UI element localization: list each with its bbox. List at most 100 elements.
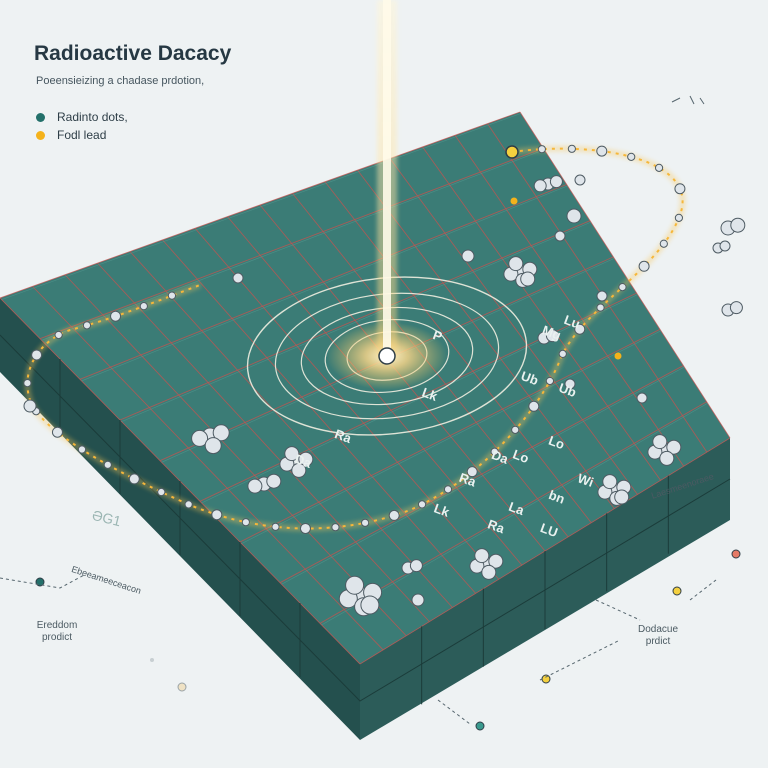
path-particle [51,426,63,438]
path-particle [128,473,140,485]
particle-cluster [596,290,608,302]
path-particle [184,500,193,509]
leader-line [539,639,621,681]
cell-label: Ra [333,426,354,446]
particle-cluster [279,446,314,478]
grid-line [519,111,731,439]
sparkle [671,95,705,105]
grid-line [199,292,637,502]
particle [614,489,630,505]
particle [461,249,475,263]
legend-item-radio-dots: Radinto dots, [36,108,128,126]
legend-dot-icon [36,112,45,122]
decay-origin-marker [378,347,396,365]
grid-line [422,146,661,481]
cell-label: LU [538,520,559,540]
grid-line [129,251,453,608]
path-particle [139,302,148,311]
path-particle [674,183,686,195]
particle [533,179,547,193]
path-particle [443,485,453,494]
grid-line [357,169,615,509]
particle-cluster [411,593,425,607]
particle-cluster [338,575,383,617]
path-particle [627,152,636,161]
cell-label: Ra [486,517,507,537]
accent-dot-sand [150,658,154,662]
cell-label: Ub [519,368,540,388]
grid-line [162,239,476,594]
particle [474,548,490,564]
path-particle [596,145,608,157]
particle-cluster [191,424,230,455]
path-particle [417,500,427,509]
accent-dot-teal [475,721,485,731]
grid-line [97,262,430,622]
cell-label: Lo [547,433,567,453]
particle [291,462,307,478]
page-title: Radioactive Dacacy [34,42,232,65]
side-block-seam [0,334,731,702]
particle [481,564,497,580]
particle [411,593,425,607]
cell-label: Lo [511,447,531,467]
cell-label: bn [547,487,567,507]
tile-bevel [321,402,708,626]
leader-line [595,599,641,621]
path-particle [659,239,668,248]
path-particle [618,283,627,292]
tile-bevel [1,113,522,300]
legend-label: Fodl lead [57,128,107,142]
particle [204,437,222,455]
particle [488,553,504,569]
path-particle [77,445,87,454]
particle-cluster [461,249,475,263]
accent-dot-yellow [614,352,622,360]
legend-label: Radinto dots, [57,110,128,124]
grid-line [279,365,684,584]
path-particle [567,144,576,153]
tile-bevel [241,330,662,544]
particle [730,217,746,233]
particle [191,429,209,447]
cell-label: Ra [457,470,478,490]
path-particle [654,163,664,172]
board-grid [0,111,731,665]
cell-label: Lk [420,385,440,405]
path-particle [490,447,499,456]
particle [247,478,263,494]
cell-label: Da [490,447,511,467]
cell-label: Da [293,451,314,471]
particle [636,392,648,404]
light-beam-core [383,0,391,356]
path-particle [674,213,684,222]
grid-line [239,328,661,543]
particle [602,474,618,490]
board-side-blocks [0,334,731,705]
path-particle [361,518,370,527]
grid-line [0,111,521,299]
particle [719,240,731,252]
particle [232,272,244,284]
legend-item-lead: Fodl lead [36,126,128,144]
path-particle [31,349,43,361]
accent-dot-red [731,549,741,559]
tile-bevel [81,185,568,382]
grid-line [454,134,685,467]
path-particle [23,379,32,388]
cell-label: Wi [576,470,596,489]
particle [666,439,682,455]
tile-bevel [121,221,592,422]
legend: Radinto dots, Fodl lead [36,108,128,144]
particle [345,575,365,595]
path-particle [574,323,586,335]
particle [564,378,576,390]
tile-bevel [281,366,685,585]
particle-clusters [23,174,746,617]
particle-cluster [574,174,586,186]
path-particles [23,144,686,534]
path-particle [537,145,546,154]
path-particle [331,523,340,532]
